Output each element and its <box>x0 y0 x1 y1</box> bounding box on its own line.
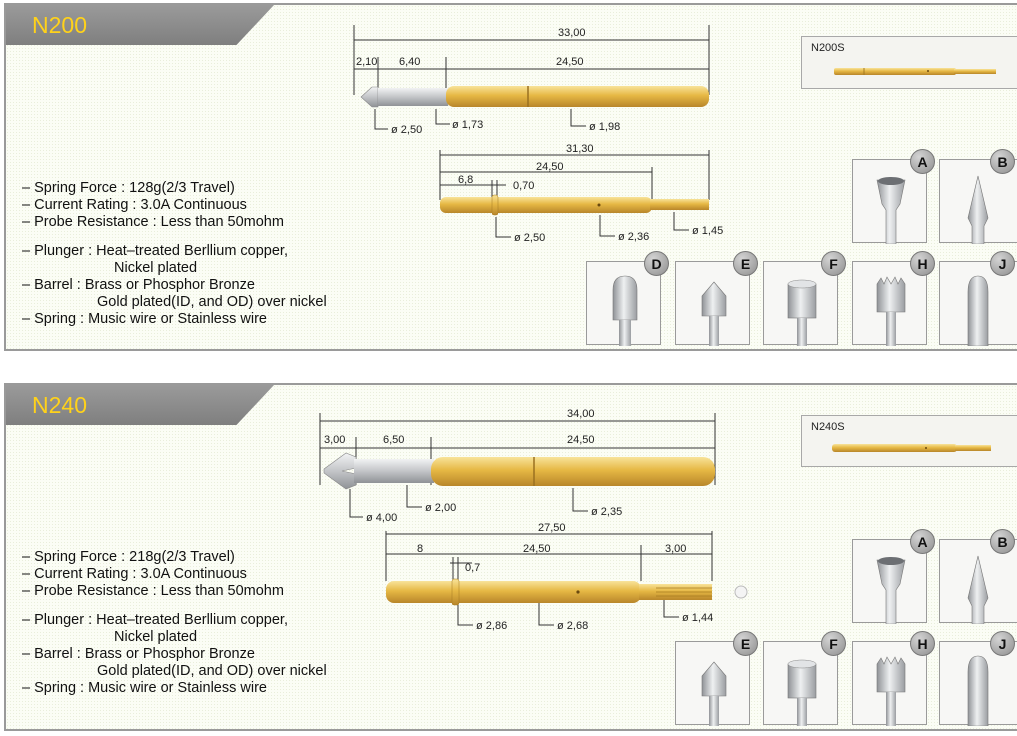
dim-seg-b: 0,70 <box>513 180 534 192</box>
spec-barrel-plating: Gold plated(ID, and OD) over nickel <box>97 294 327 310</box>
tip-badge: E <box>733 631 758 656</box>
dim-dia-tip: ø 2,50 <box>391 124 422 136</box>
dim-barrel-len-bottom: 24,50 <box>523 543 551 555</box>
spec-plunger: – Plunger : Heat–treated Berllium copper… <box>22 612 288 628</box>
tip-style-h[interactable]: H <box>852 251 935 346</box>
tip-badge: H <box>910 251 935 276</box>
dim-plunger-len: 6,40 <box>399 56 420 68</box>
probe-barrel <box>431 457 715 486</box>
dim-dia-ring: ø 2,86 <box>476 620 507 632</box>
spec-barrel-plating: Gold plated(ID, and OD) over nickel <box>97 663 327 679</box>
spec-barrel: – Barrel : Brass or Phosphor Bronze <box>22 277 255 293</box>
model-title: N200 <box>32 12 87 38</box>
spec-current-rating: – Current Rating : 3.0A Continuous <box>22 197 247 213</box>
dim-total-top: 34,00 <box>567 408 595 420</box>
spec-spring: – Spring : Music wire or Stainless wire <box>22 311 267 327</box>
probe-plunger <box>378 88 448 106</box>
product-panel-n240: N240 34,00 3,00 6,50 24,50 ø 4,00 ø 2,00… <box>4 383 1017 731</box>
probe-dimension-drawing: 34,00 3,00 6,50 24,50 ø 4,00 ø 2,00 ø 2,… <box>319 408 748 632</box>
dim-dia-barrel: ø 1,98 <box>589 121 620 133</box>
tip-style-b[interactable]: B <box>939 529 1017 624</box>
dim-barrel-len: 24,50 <box>567 434 595 446</box>
dim-total-top: 33,00 <box>558 27 586 39</box>
tip-style-a[interactable]: A <box>852 149 935 244</box>
spec-probe-resistance: – Probe Resistance : Less than 50mohm <box>22 214 284 230</box>
tip-style-j[interactable]: J <box>939 251 1017 346</box>
tip-style-e[interactable]: E <box>675 251 758 346</box>
dim-seg-c: 3,00 <box>665 543 686 555</box>
dim-dia-barrel: ø 2,35 <box>591 506 622 518</box>
tip-style-h[interactable]: H <box>852 631 935 726</box>
dim-dia-body: ø 2,68 <box>557 620 588 632</box>
model-header-tab <box>6 385 274 425</box>
tip-badge: A <box>910 529 935 554</box>
tip-style-b[interactable]: B <box>939 149 1017 244</box>
spec-spring-force: – Spring Force : 128g(2/3 Travel) <box>22 180 235 196</box>
probe-barrel <box>446 86 709 107</box>
tip-style-d[interactable]: D <box>586 251 669 346</box>
variant-box: N200S <box>801 36 1017 89</box>
tip-badge: H <box>910 631 935 656</box>
variant-box: N240S <box>801 415 1017 467</box>
tip-badge: F <box>821 251 846 276</box>
dim-seg-a: 6,8 <box>458 174 473 186</box>
probe-tip <box>323 452 357 490</box>
dim-barrel-len: 24,50 <box>556 56 584 68</box>
spec-plunger: – Plunger : Heat–treated Berllium copper… <box>22 243 288 259</box>
spec-plunger-plating: Nickel plated <box>114 629 198 645</box>
model-header-tab <box>6 5 274 45</box>
dim-dia-body: ø 2,36 <box>618 231 649 243</box>
spec-barrel: – Barrel : Brass or Phosphor Bronze <box>22 646 255 662</box>
dim-tip-len: 2,10 <box>356 56 377 68</box>
dim-dia-end: ø 1,44 <box>682 612 713 624</box>
tip-badge: B <box>990 149 1015 174</box>
receptacle-body <box>440 197 652 213</box>
model-title: N240 <box>32 392 87 418</box>
tip-badge: B <box>990 529 1015 554</box>
probe-dimension-drawing: 33,00 2,10 6,40 24,50 ø 2,50 ø 1,73 ø 1,… <box>353 25 723 244</box>
dim-seg-a: 8 <box>417 543 423 555</box>
tip-style-j[interactable]: J <box>939 631 1017 726</box>
spec-current-rating: – Current Rating : 3.0A Continuous <box>22 566 247 582</box>
tip-style-a[interactable]: A <box>852 529 935 624</box>
dim-dia-plunger: ø 1,73 <box>452 119 483 131</box>
dim-tip-len: 3,00 <box>324 434 345 446</box>
tip-style-f[interactable]: F <box>763 251 846 346</box>
tip-style-e[interactable]: E <box>675 631 758 726</box>
tip-style-f[interactable]: F <box>763 631 846 726</box>
probe-plunger <box>354 459 434 483</box>
receptacle-body <box>386 581 641 603</box>
dim-dia-ring: ø 2,50 <box>514 232 545 244</box>
variant-label: N200S <box>811 42 845 54</box>
dim-total-bottom: 31,30 <box>566 143 594 155</box>
tip-badge: E <box>733 251 758 276</box>
dim-dia-plunger: ø 2,00 <box>425 502 456 514</box>
spec-list: – Spring Force : 128g(2/3 Travel) – Curr… <box>22 180 327 328</box>
tip-badge: J <box>990 631 1015 656</box>
dim-total-bottom: 27,50 <box>538 522 566 534</box>
spec-plunger-plating: Nickel plated <box>114 260 198 276</box>
dim-dia-end: ø 1,45 <box>692 225 723 237</box>
spec-spring: – Spring : Music wire or Stainless wire <box>22 680 267 696</box>
dim-seg-b: 0,7 <box>465 562 480 574</box>
dim-plunger-len: 6,50 <box>383 434 404 446</box>
probe-tip <box>360 86 379 108</box>
dim-dia-tip: ø 4,00 <box>366 512 397 524</box>
product-panel-n200: N200 33,00 2,10 6,40 24,50 ø 2,50 ø 1,73… <box>4 3 1017 351</box>
spec-spring-force: – Spring Force : 218g(2/3 Travel) <box>22 549 235 565</box>
tip-badge: D <box>644 251 669 276</box>
receptacle-tail <box>650 199 709 210</box>
dim-barrel-len-bottom: 24,50 <box>536 161 564 173</box>
spec-list: – Spring Force : 218g(2/3 Travel) – Curr… <box>22 549 327 697</box>
tip-badge: A <box>910 149 935 174</box>
tip-badge: J <box>990 251 1015 276</box>
tip-badge: F <box>821 631 846 656</box>
spec-probe-resistance: – Probe Resistance : Less than 50mohm <box>22 583 284 599</box>
variant-label: N240S <box>811 421 845 433</box>
